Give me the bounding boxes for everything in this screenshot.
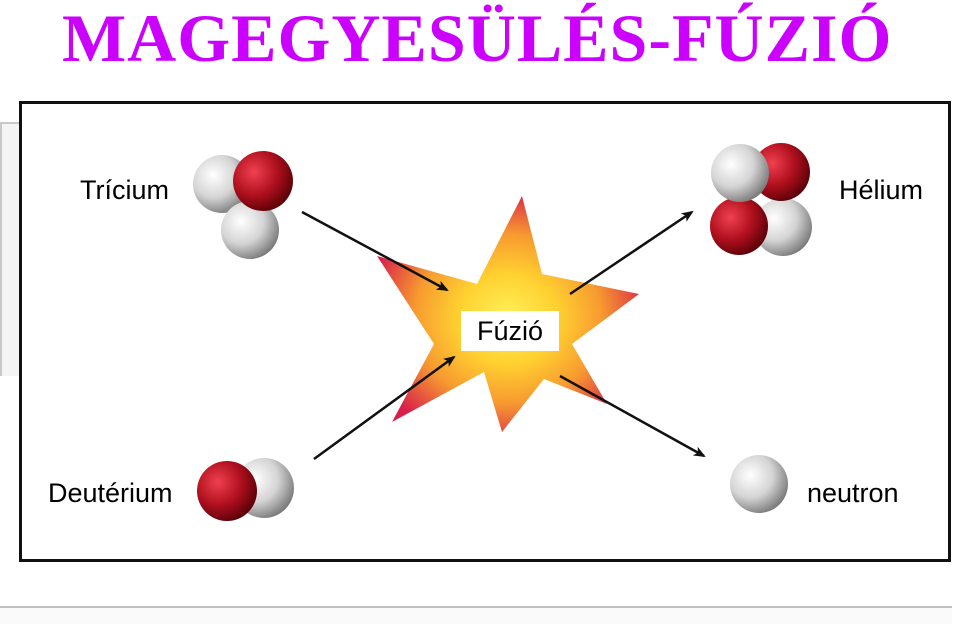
bottom-divider bbox=[0, 606, 952, 624]
deuterium-label: Deutérium bbox=[48, 478, 173, 508]
tritium-nucleus bbox=[193, 151, 293, 259]
helium-nucleus bbox=[710, 143, 812, 256]
helium-proton-back bbox=[752, 143, 810, 201]
fusion-diagram-panel: Trícium Hélium Deutérium neutron Fúzió bbox=[19, 101, 951, 562]
arrow-deuterium-in bbox=[313, 355, 456, 461]
deuterium-proton bbox=[197, 461, 257, 521]
arrow-tritium-in bbox=[301, 210, 449, 292]
fusion-label-box: Fúzió bbox=[461, 311, 559, 351]
tritium-proton bbox=[233, 151, 293, 211]
deuterium-nucleus bbox=[197, 458, 294, 521]
slide-title: MAGEGYESÜLÉS-FÚZIÓ bbox=[62, 0, 893, 76]
helium-label: Hélium bbox=[839, 175, 924, 205]
helium-proton-front bbox=[710, 197, 768, 255]
tritium-label: Trícium bbox=[80, 175, 169, 205]
helium-neutron-back bbox=[754, 198, 812, 256]
neutron-particle bbox=[730, 455, 788, 513]
neutron-label: neutron bbox=[807, 478, 899, 508]
arrow-helium-out bbox=[569, 210, 694, 296]
arrow-neutron-out bbox=[559, 374, 706, 458]
fusion-label: Fúzió bbox=[476, 315, 544, 346]
helium-neutron-front bbox=[711, 144, 769, 202]
tritium-neutron-2 bbox=[221, 201, 279, 259]
